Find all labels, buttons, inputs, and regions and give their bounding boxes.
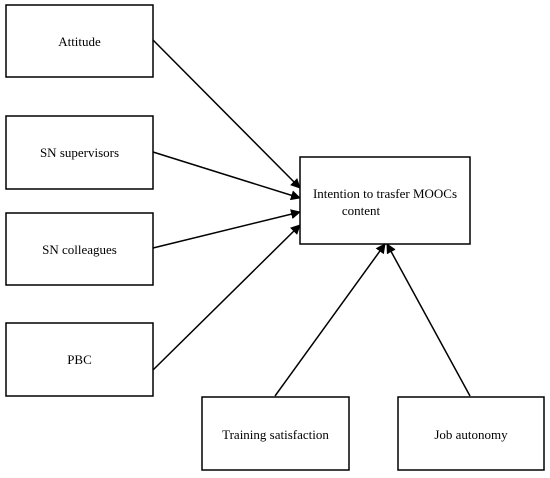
node-training-satisfaction: Training satisfaction [201,396,350,471]
node-attitude-label: Attitude [58,34,101,49]
edge-attitude-to-intention [152,39,301,189]
node-job-autonomy: Job autonomy [397,396,545,471]
node-sn-supervisors-label: SN supervisors [40,145,119,160]
node-intention-label-line2: content [342,203,381,218]
edge-training-satisfaction-to-intention [274,243,386,397]
node-attitude: Attitude [5,4,154,78]
edge-sn-colleagues-to-intention [152,209,301,249]
node-pbc-label: PBC [67,352,92,367]
edge-sn-supervisors-to-intention [152,151,301,201]
edge-job-autonomy-to-intention [386,243,471,397]
edge-pbc-to-intention [152,224,301,371]
node-training-satisfaction-label: Training satisfaction [222,427,329,442]
node-intention: Intention to trasfer MOOCs content [299,156,471,245]
node-sn-colleagues: SN colleagues [5,212,154,286]
node-intention-label-line1: Intention to trasfer MOOCs [313,186,457,201]
node-pbc: PBC [5,322,154,397]
node-job-autonomy-label: Job autonomy [434,427,508,442]
node-sn-supervisors: SN supervisors [5,115,154,190]
node-sn-colleagues-label: SN colleagues [42,242,117,257]
